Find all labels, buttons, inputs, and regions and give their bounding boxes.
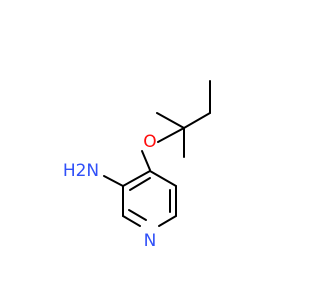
atom-label-layer: O H2N N [63, 132, 157, 251]
ring-nitrogen-label: N [144, 231, 157, 251]
bond-ethyl-branch [183, 112, 211, 129]
ring-bond-bottom-left [122, 215, 141, 227]
bond-amine-ring [103, 175, 124, 187]
oxygen-atom-label: O [143, 132, 156, 152]
ring-bond-top-left-inner [129, 177, 151, 191]
bond-quaternary-methyl-left [156, 112, 185, 129]
ring-bond-top-right [149, 170, 177, 187]
amine-group-label: H2N [63, 161, 99, 181]
ring-bond-bottom-left-inner [128, 209, 147, 221]
bond-oxygen-ring [141, 150, 151, 171]
molecule-canvas: O H2N N [62, 80, 211, 251]
ring-bond-bottom-right [158, 215, 177, 227]
bond-quaternary-oxygen [157, 127, 185, 143]
ring-bond-top-left [122, 170, 151, 187]
molecule-structure: O H2N N [63, 80, 211, 251]
bond-layer [103, 80, 211, 227]
